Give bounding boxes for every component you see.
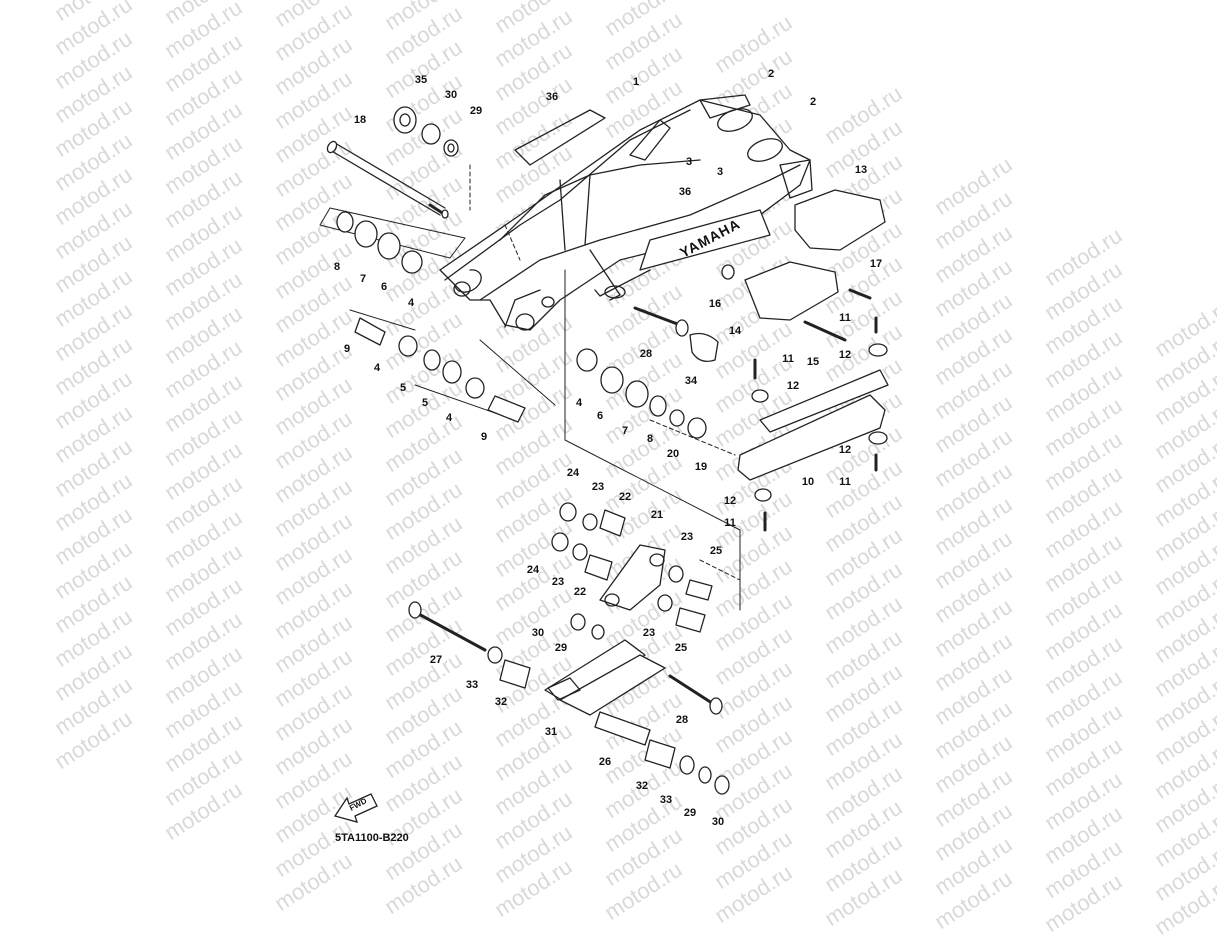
diagram-code: 5TA1100-B220 bbox=[335, 832, 409, 844]
callout-10: 10 bbox=[801, 476, 815, 488]
callout-12: 12 bbox=[838, 349, 852, 361]
callout-19: 19 bbox=[694, 461, 708, 473]
callout-6: 6 bbox=[380, 281, 388, 293]
callout-7: 7 bbox=[621, 425, 629, 437]
callout-15: 15 bbox=[806, 356, 820, 368]
callout-27: 27 bbox=[429, 654, 443, 666]
callout-29: 29 bbox=[683, 807, 697, 819]
callout-8: 8 bbox=[333, 261, 341, 273]
callout-29: 29 bbox=[554, 642, 568, 654]
callout-7: 7 bbox=[359, 273, 367, 285]
decal-36-shape bbox=[514, 109, 606, 166]
callout-5: 5 bbox=[421, 397, 429, 409]
callout-23: 23 bbox=[591, 481, 605, 493]
callout-23: 23 bbox=[680, 531, 694, 543]
callout-28: 28 bbox=[675, 714, 689, 726]
pivot-shaft-18 bbox=[329, 142, 446, 216]
callout-11: 11 bbox=[724, 517, 736, 529]
diagram-drawing bbox=[319, 94, 889, 795]
callout-12: 12 bbox=[723, 495, 737, 507]
callout-28: 28 bbox=[639, 348, 653, 360]
callout-30: 30 bbox=[711, 816, 725, 828]
callout-24: 24 bbox=[526, 564, 540, 576]
callout-22: 22 bbox=[618, 491, 632, 503]
fwd-arrow-icon bbox=[333, 793, 378, 823]
callout-25: 25 bbox=[674, 642, 688, 654]
callout-11: 11 bbox=[782, 353, 794, 365]
callout-36: 36 bbox=[545, 91, 559, 103]
callout-18: 18 bbox=[353, 114, 367, 126]
swingarm-drawing bbox=[439, 94, 813, 331]
callout-11: 11 bbox=[839, 476, 851, 488]
callout-6: 6 bbox=[596, 410, 604, 422]
callout-23: 23 bbox=[642, 627, 656, 639]
callout-16: 16 bbox=[708, 298, 722, 310]
callout-2: 2 bbox=[767, 68, 775, 80]
callout-11: 11 bbox=[839, 312, 851, 324]
callout-12: 12 bbox=[786, 380, 800, 392]
callout-21: 21 bbox=[650, 509, 664, 521]
callout-32: 32 bbox=[494, 696, 508, 708]
callout-30: 30 bbox=[444, 89, 458, 101]
callout-2: 2 bbox=[809, 96, 817, 108]
callout-24: 24 bbox=[566, 467, 580, 479]
callout-1: 1 bbox=[632, 76, 640, 88]
callout-25: 25 bbox=[709, 545, 723, 557]
callout-4: 4 bbox=[445, 412, 453, 424]
callout-3: 3 bbox=[685, 156, 693, 168]
callout-32: 32 bbox=[635, 780, 649, 792]
callout-31: 31 bbox=[544, 726, 558, 738]
callout-5: 5 bbox=[399, 382, 407, 394]
callout-4: 4 bbox=[373, 362, 381, 374]
callout-26: 26 bbox=[598, 756, 612, 768]
callout-22: 22 bbox=[573, 586, 587, 598]
callout-4: 4 bbox=[407, 297, 415, 309]
callout-17: 17 bbox=[869, 258, 883, 270]
callout-8: 8 bbox=[646, 433, 654, 445]
callout-30: 30 bbox=[531, 627, 545, 639]
callout-4: 4 bbox=[575, 397, 583, 409]
callout-23: 23 bbox=[551, 576, 565, 588]
callout-35: 35 bbox=[414, 74, 428, 86]
callout-3: 3 bbox=[716, 166, 724, 178]
callout-33: 33 bbox=[659, 794, 673, 806]
callout-20: 20 bbox=[666, 448, 680, 460]
callout-29: 29 bbox=[469, 105, 483, 117]
callout-36: 36 bbox=[678, 186, 692, 198]
callout-13: 13 bbox=[854, 164, 868, 176]
callout-9: 9 bbox=[480, 431, 488, 443]
callout-12: 12 bbox=[838, 444, 852, 456]
callout-14: 14 bbox=[728, 325, 742, 337]
callout-33: 33 bbox=[465, 679, 479, 691]
callout-34: 34 bbox=[684, 375, 698, 387]
callout-9: 9 bbox=[343, 343, 351, 355]
